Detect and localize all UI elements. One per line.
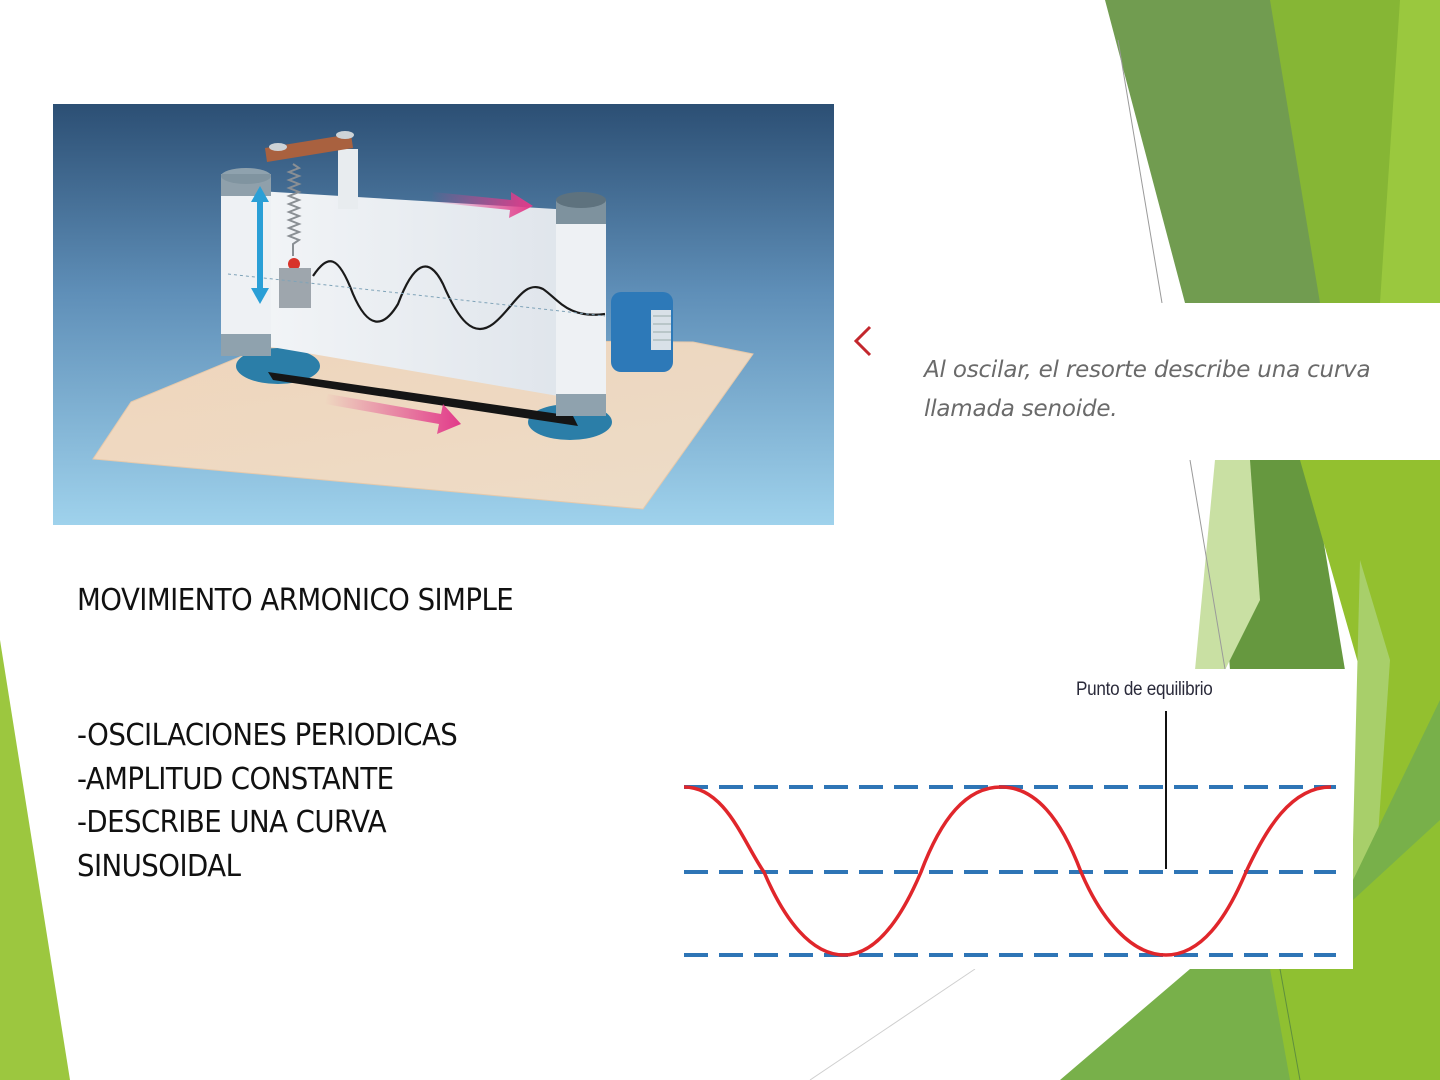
sine-diagram: Punto de equilibrio: [676, 669, 1353, 969]
arrow-left-icon: [853, 325, 958, 357]
caption-box: Al oscilar, el resorte describe una curv…: [846, 303, 1436, 460]
bullet-item: SINUSOIDAL: [77, 848, 241, 884]
equilibrium-label: Punto de equilibrio: [1076, 679, 1213, 700]
caption-line-2: llamada senoide.: [924, 396, 1118, 422]
bullet-item: -OSCILACIONES PERIODICAS: [77, 718, 458, 753]
slide-title: MOVIMIENTO ARMONICO SIMPLE: [77, 583, 514, 618]
bullet-list: -OSCILACIONES PERIODICAS -AMPLITUD CONST…: [77, 714, 458, 888]
bullet-item: -AMPLITUD CONSTANTE: [77, 761, 394, 797]
oscillator-illustration: [53, 104, 834, 525]
bullet-item: -DESCRIBE UNA CURVA: [77, 805, 387, 840]
caption-text: Al oscilar, el resorte describe una curv…: [924, 351, 1424, 429]
caption-line-1: Al oscilar, el resorte describe una curv…: [924, 357, 1371, 383]
sine-curve: [683, 785, 1332, 957]
